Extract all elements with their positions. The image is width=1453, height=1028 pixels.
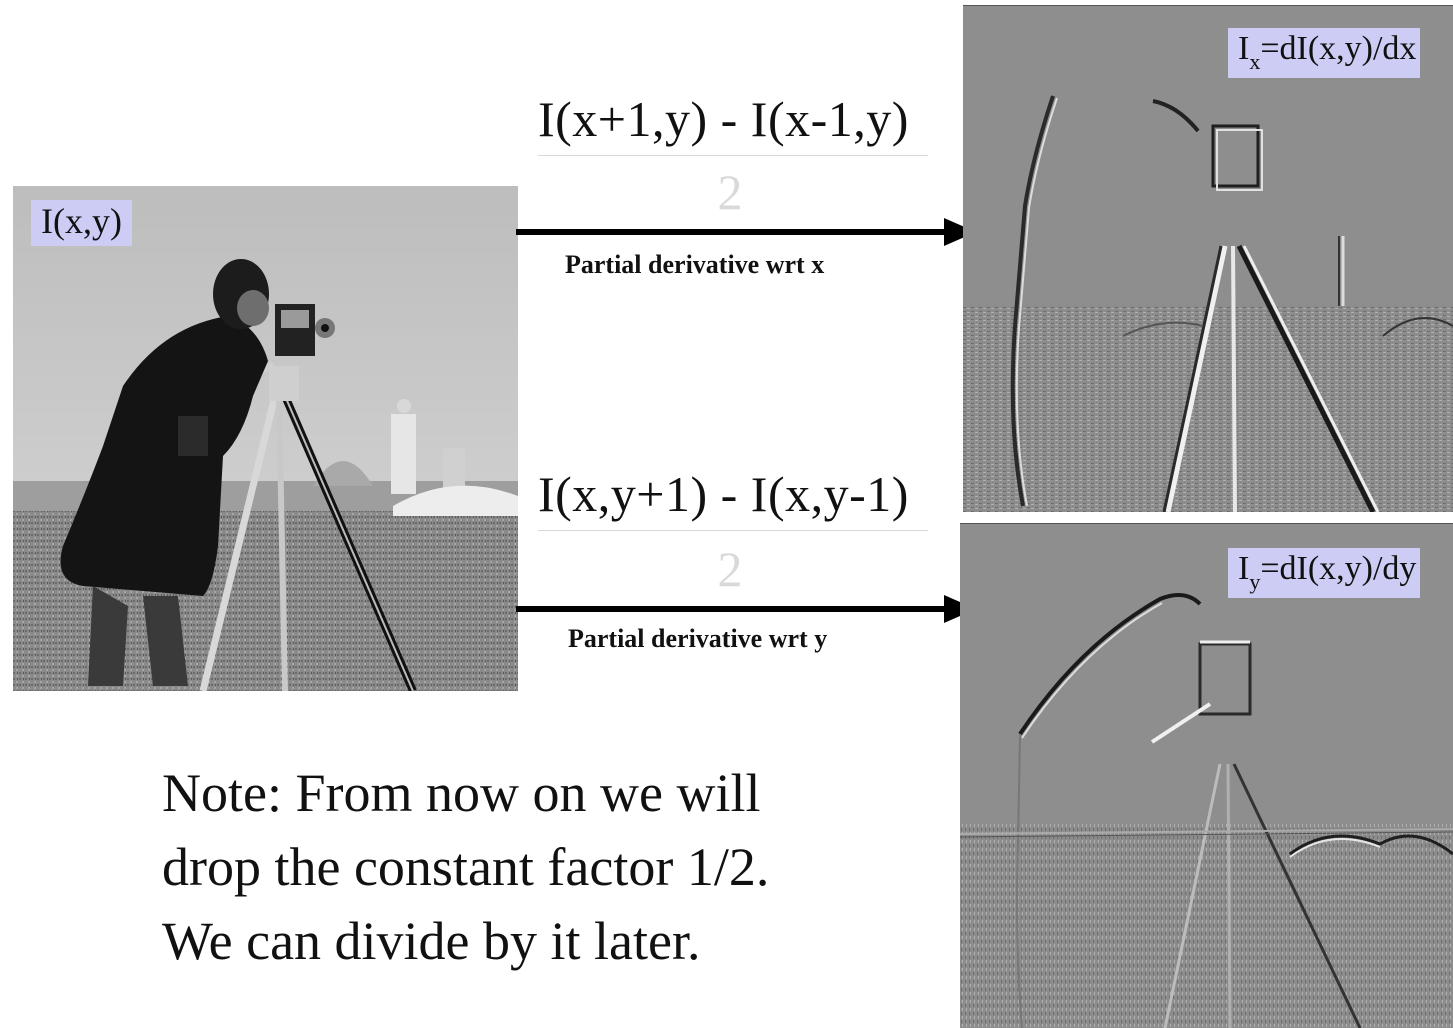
y-fraction-bar [538,530,928,531]
y-gradient-label: Iy=dI(x,y)/dy [1228,548,1421,599]
note-line-2: drop the constant factor 1/2. [162,837,770,897]
x-derivative-denominator: 2 [717,164,743,220]
note-text: Note: From now on we will drop the const… [162,756,942,978]
x-derivative-caption: Partial derivative wrt x [565,250,825,279]
y-derivative-arrow [516,595,976,623]
y-derivative-caption: Partial derivative wrt y [568,624,828,653]
original-image-label: I(x,y) [31,200,132,246]
x-derivative-numerator: I(x+1,y) - I(x-1,y) [538,91,909,147]
x-gradient-image [963,5,1453,512]
note-line-3: We can divide by it later. [162,911,701,971]
y-derivative-denominator: 2 [717,541,743,597]
x-gradient-label-rest: =dI(x,y)/dx [1260,30,1417,67]
x-gradient-label-sub: x [1249,49,1261,74]
x-gradient-label: Ix=dI(x,y)/dx [1228,28,1421,79]
note-line-1: Note: From now on we will [162,763,761,823]
x-gradient-label-main: I [1238,30,1250,67]
y-gradient-label-sub: y [1249,569,1261,594]
y-derivative-numerator: I(x,y+1) - I(x,y-1) [538,466,909,522]
x-fraction-bar [538,155,928,156]
original-image [13,186,518,691]
x-derivative-arrow [516,218,976,246]
y-gradient-image [960,523,1453,1028]
y-gradient-label-main: I [1238,550,1250,587]
y-gradient-label-rest: =dI(x,y)/dy [1260,550,1417,587]
